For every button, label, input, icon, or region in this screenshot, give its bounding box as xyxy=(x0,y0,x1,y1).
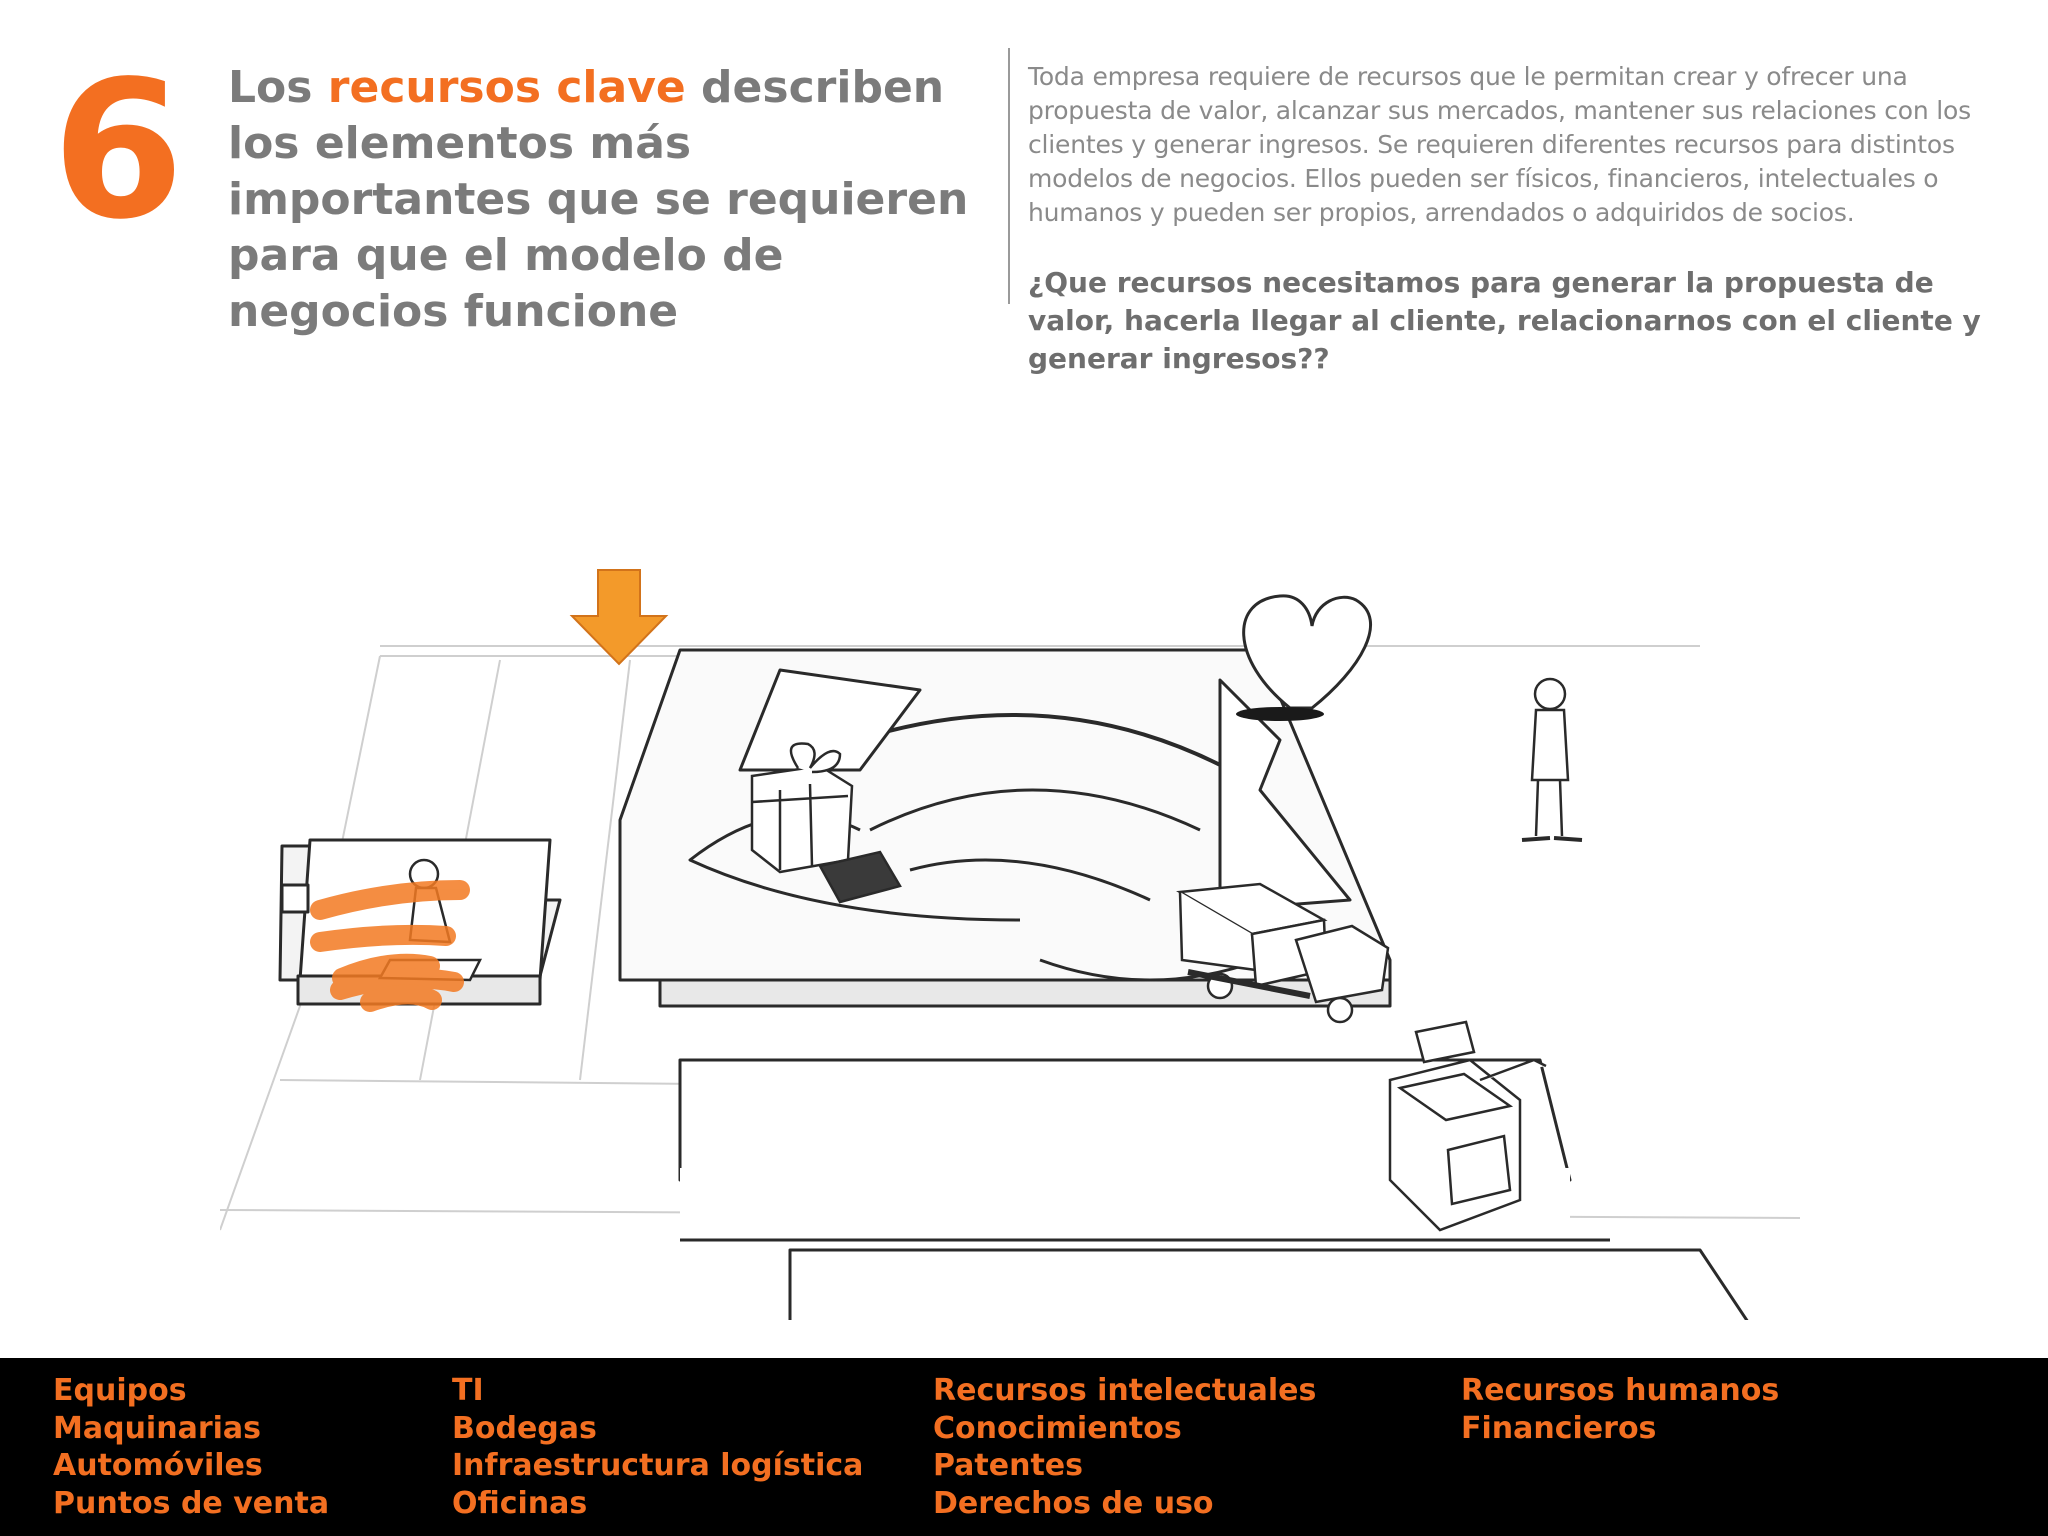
resource-item: Recursos humanos xyxy=(1461,1373,1780,1408)
resource-item: Financieros xyxy=(1461,1410,1657,1446)
resource-item: Equipos xyxy=(53,1373,187,1408)
person-icon xyxy=(1521,677,1583,842)
resource-item: Derechos de uso xyxy=(933,1485,1214,1521)
resource-item: Automóviles xyxy=(53,1448,263,1483)
resource-item: Conocimientos xyxy=(933,1410,1182,1446)
resource-item: Oficinas xyxy=(452,1485,588,1521)
headline-accent: recursos clave xyxy=(327,62,686,113)
headline: Los recursos clave describen los element… xyxy=(228,60,998,340)
resource-item: TI xyxy=(452,1373,484,1408)
truck-icon xyxy=(1176,882,1390,1024)
headline-pre: Los xyxy=(228,62,328,113)
resource-item: Recursos intelectuales xyxy=(933,1373,1317,1408)
body-text: Toda empresa requiere de recursos que le… xyxy=(1028,62,1971,227)
resource-item: Bodegas xyxy=(452,1410,597,1446)
resource-item: Maquinarias xyxy=(53,1410,261,1446)
cash-register-icon xyxy=(1388,1020,1547,1232)
resource-item: Infraestructura logística xyxy=(452,1448,864,1483)
headline-post: describen los elementos más importantes … xyxy=(228,62,969,337)
gift-box-icon xyxy=(750,742,902,904)
resource-item: Patentes xyxy=(933,1448,1084,1483)
down-arrow-icon xyxy=(569,569,669,666)
vertical-divider xyxy=(1008,48,1010,304)
footer-column-physical: Equipos Maquinarias Automóviles Puntos d… xyxy=(53,1372,329,1522)
key-question: ¿Que recursos necesitamos para generar l… xyxy=(1028,266,1981,375)
footer-bar: Equipos Maquinarias Automóviles Puntos d… xyxy=(0,1358,2048,1536)
business-model-canvas-illustration xyxy=(220,569,1800,1320)
resource-item: Puntos de venta xyxy=(53,1485,330,1521)
worker-highlight xyxy=(310,880,470,1012)
heart-icon xyxy=(1236,594,1373,721)
slide-number: 6 xyxy=(52,40,185,261)
footer-column-intellectual: Recursos intelectuales Conocimientos Pat… xyxy=(933,1372,1316,1522)
footer-column-human-financial: Recursos humanos Financieros xyxy=(1461,1372,1779,1447)
footer-column-infrastructure: TI Bodegas Infraestructura logística Ofi… xyxy=(452,1372,863,1522)
